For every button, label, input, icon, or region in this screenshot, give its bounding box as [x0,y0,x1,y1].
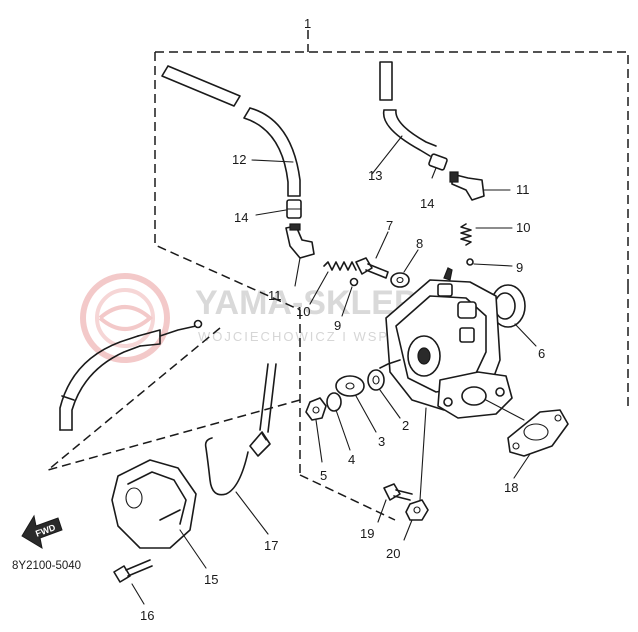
callout-3: 3 [378,434,385,449]
callout-14-left: 14 [234,210,248,225]
part-18-gasket [507,409,569,479]
callout-17: 17 [264,538,278,553]
callout-19: 19 [360,526,374,541]
part-11-fitting-right [449,171,511,201]
assembly-boundary-dashed [47,30,629,521]
callout-12: 12 [232,152,246,167]
callout-13: 13 [368,168,382,183]
part-19-screw [377,483,413,523]
part-20-nut [403,499,429,541]
part-2-washer [367,369,401,419]
part-14-hose-clamp-right [428,153,448,179]
callout-14-right: 14 [420,196,434,211]
callout-labels: 1 2 3 4 5 6 7 8 9 9 10 10 11 11 12 13 14… [140,16,545,623]
callout-4: 4 [348,452,355,467]
watermark-logo [80,273,170,363]
callout-8: 8 [416,236,423,251]
part-11-fitting-left [285,223,315,287]
part-4-washer [326,392,351,451]
callout-11-right: 11 [516,182,530,197]
part-6-seal-ring [490,284,537,347]
part-12-fuel-hose [161,65,301,197]
callout-15: 15 [204,572,218,587]
part-15-cover [111,459,207,569]
part-17-cable [204,363,277,535]
carburetor-body [379,267,525,501]
part-9-ball-right [466,258,513,267]
callout-9-right: 9 [516,260,523,275]
callout-9-left: 9 [334,318,341,333]
part-3-disc [335,375,377,433]
part-10-spring-right [460,223,513,246]
part-8-washer [390,249,419,288]
callout-10-left: 10 [296,304,310,319]
callout-5: 5 [320,468,327,483]
fwd-arrow-icon: FWD [21,514,63,550]
callout-20: 20 [386,546,400,561]
callout-18: 18 [504,480,518,495]
part-10-spring-left [309,261,357,305]
callout-10-right: 10 [516,220,530,235]
part-9-ball-left [341,277,359,317]
callout-2: 2 [402,418,409,433]
part-14-hose-clamp-left [255,199,302,219]
diagram-code: 8Y2100-5040 [12,560,81,572]
throttle-cable [59,319,203,431]
part-16-screw [113,559,153,605]
callout-1: 1 [304,16,311,31]
callout-6: 6 [538,346,545,361]
callout-16: 16 [140,608,154,623]
part-13-fuel-hose [371,61,437,175]
callout-11-left: 11 [268,288,282,303]
part-7-screw [355,231,389,279]
part-5-nut [305,397,327,463]
callout-7: 7 [386,218,393,233]
